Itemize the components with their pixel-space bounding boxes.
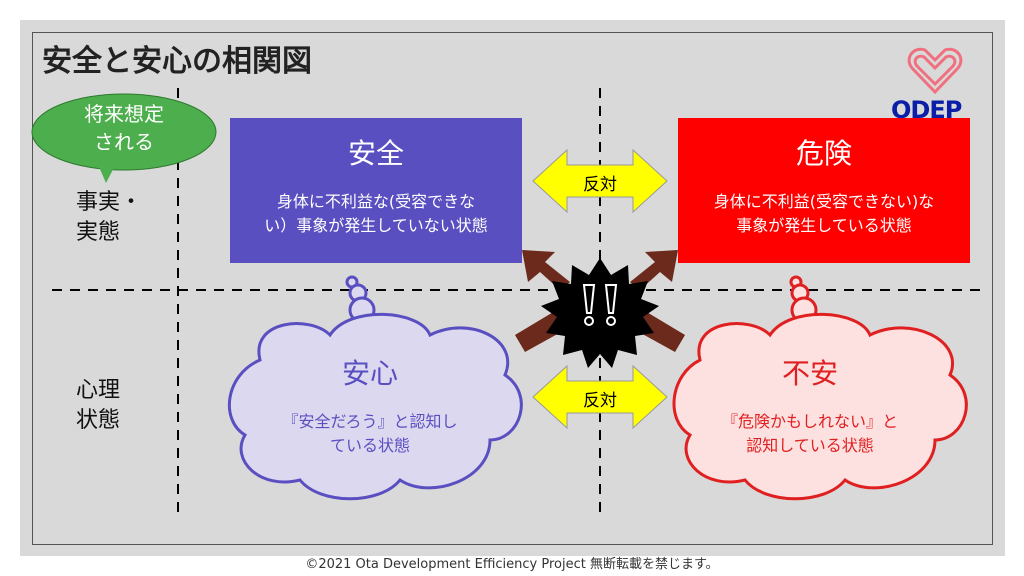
safe-box: 安全 身体に不利益な(受容できない）事象が発生していない状態	[230, 118, 522, 263]
danger-box-shape	[678, 118, 970, 263]
anxiety-cloud: 不安 『危険かもしれない』と認知している状態	[680, 352, 940, 458]
bubble-line-2: される	[94, 130, 154, 154]
speech-bubble-shape	[31, 93, 217, 183]
row-label-psych-line1: 心理	[76, 378, 121, 403]
danger-desc-1: 身体に不利益(受容できない)な	[713, 192, 935, 211]
safe-title: 安全	[347, 137, 404, 170]
opposite-arrow-bottom-shape	[532, 364, 668, 430]
row-label-fact: 事実・ 実態	[76, 188, 142, 248]
opposite-label-top: 反対	[583, 175, 617, 195]
safe-desc-2: い）事象が発生していない状態	[264, 216, 488, 235]
exclamation-icon	[582, 284, 618, 326]
odep-logo: ODEP	[891, 96, 962, 124]
burst-star-shape	[541, 258, 659, 368]
page-title: 安全と安心の相関図	[42, 44, 312, 79]
slide-frame	[32, 32, 993, 545]
relief-cloud-shape	[228, 275, 523, 501]
relief-title: 安心	[341, 357, 398, 390]
danger-title: 危険	[795, 137, 852, 170]
anxiety-desc-2: 認知している状態	[746, 436, 874, 455]
relief-desc-1: 『安全だろう』と認知し	[282, 412, 458, 431]
heart-icon	[907, 47, 963, 95]
anxiety-cloud-shape	[672, 275, 968, 501]
row-label-psych: 心理 状態	[76, 376, 120, 436]
anxiety-title: 不安	[781, 357, 838, 390]
danger-desc-2: 事象が発生している状態	[736, 216, 912, 235]
danger-box: 危険 身体に不利益(受容できない)な事象が発生している状態	[678, 118, 970, 263]
anxiety-desc-1: 『危険かもしれない』と	[721, 412, 898, 431]
row-label-fact-line1: 事実・	[76, 190, 143, 215]
speech-bubble: 将来想定 される	[32, 100, 216, 156]
bubble-line-1: 将来想定	[84, 102, 164, 126]
row-label-fact-line2: 実態	[76, 220, 121, 245]
relief-desc-2: ている状態	[329, 436, 410, 455]
safe-box-shape	[230, 118, 522, 263]
opposite-arrow-top-shape	[532, 148, 668, 214]
safe-desc-1: 身体に不利益な(受容できな	[276, 192, 476, 211]
copyright-footer: ©2021 Ota Development Efficiency Project…	[305, 557, 719, 572]
row-label-psych-line2: 状態	[76, 408, 121, 433]
relief-cloud: 安心 『安全だろう』と認知している状態	[240, 352, 500, 458]
opposite-label-bottom: 反対	[583, 391, 617, 411]
